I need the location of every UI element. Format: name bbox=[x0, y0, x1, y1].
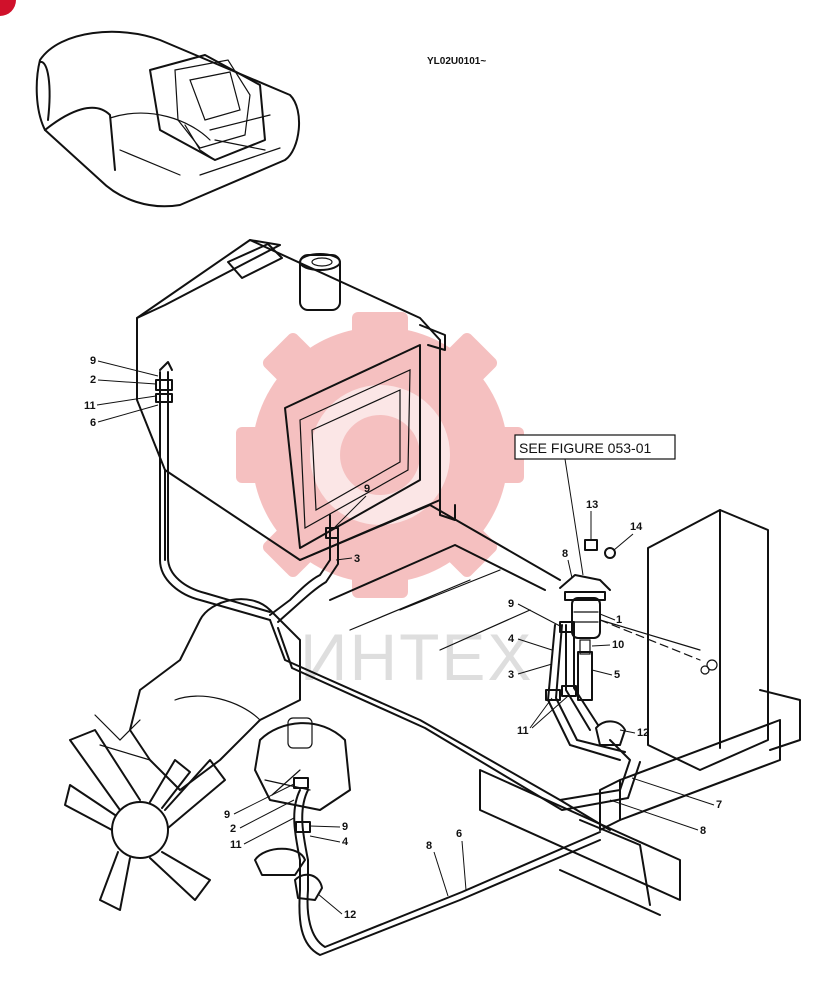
callout-label: 9 bbox=[342, 821, 348, 833]
callout-label: 3 bbox=[354, 553, 360, 565]
callout-label: 9 bbox=[364, 483, 370, 495]
callout-label: 2 bbox=[90, 374, 96, 386]
callout-label: 11 bbox=[517, 725, 529, 737]
callout-label: 4 bbox=[342, 836, 349, 848]
hydraulic-tank bbox=[136, 239, 456, 561]
callout-label: 14 bbox=[630, 521, 643, 533]
callout-label: 8 bbox=[562, 548, 568, 560]
callout-label: 7 bbox=[716, 799, 722, 811]
see-figure-reference: SEE FIGURE 053-01 bbox=[514, 434, 676, 576]
diagram-code: YL02U0101~ bbox=[427, 56, 486, 67]
cooling-fan bbox=[64, 729, 226, 911]
callout-label: 6 bbox=[456, 828, 462, 840]
callout-label: 9 bbox=[224, 809, 230, 821]
callout-label: 11 bbox=[230, 839, 242, 851]
callout-label: 2 bbox=[230, 823, 236, 835]
fuel-filter bbox=[559, 539, 616, 701]
callout-label: 13 bbox=[586, 499, 598, 511]
callout-label: 11 bbox=[84, 400, 96, 412]
frame-structure bbox=[299, 504, 801, 916]
see-figure-text: SEE FIGURE 053-01 bbox=[519, 440, 651, 456]
callout-label: 9 bbox=[90, 355, 96, 367]
engine bbox=[94, 598, 351, 876]
tank-cap bbox=[299, 254, 341, 311]
callout-label: 8 bbox=[426, 840, 432, 852]
corner-mark bbox=[0, 0, 16, 16]
callout-label: 8 bbox=[700, 825, 706, 837]
callouts: 9 2 11 6 9 3 13 14 8 9 4 3 1 10 5 11 12 … bbox=[84, 355, 722, 921]
callout-label: 6 bbox=[90, 417, 96, 429]
gear-logo-icon bbox=[236, 312, 524, 598]
callout-label: 5 bbox=[614, 669, 620, 681]
callout-label: 12 bbox=[344, 909, 356, 921]
fuel-hoses bbox=[155, 361, 641, 956]
callout-label: 9 bbox=[508, 598, 514, 610]
callout-label: 3 bbox=[508, 669, 514, 681]
watermark-text: ИНТЕХ bbox=[300, 620, 533, 694]
callout-label: 1 bbox=[616, 614, 622, 626]
callout-label: 12 bbox=[637, 727, 649, 739]
callout-label: 4 bbox=[508, 633, 515, 645]
machine-inset bbox=[35, 30, 301, 208]
callout-label: 10 bbox=[612, 639, 624, 651]
